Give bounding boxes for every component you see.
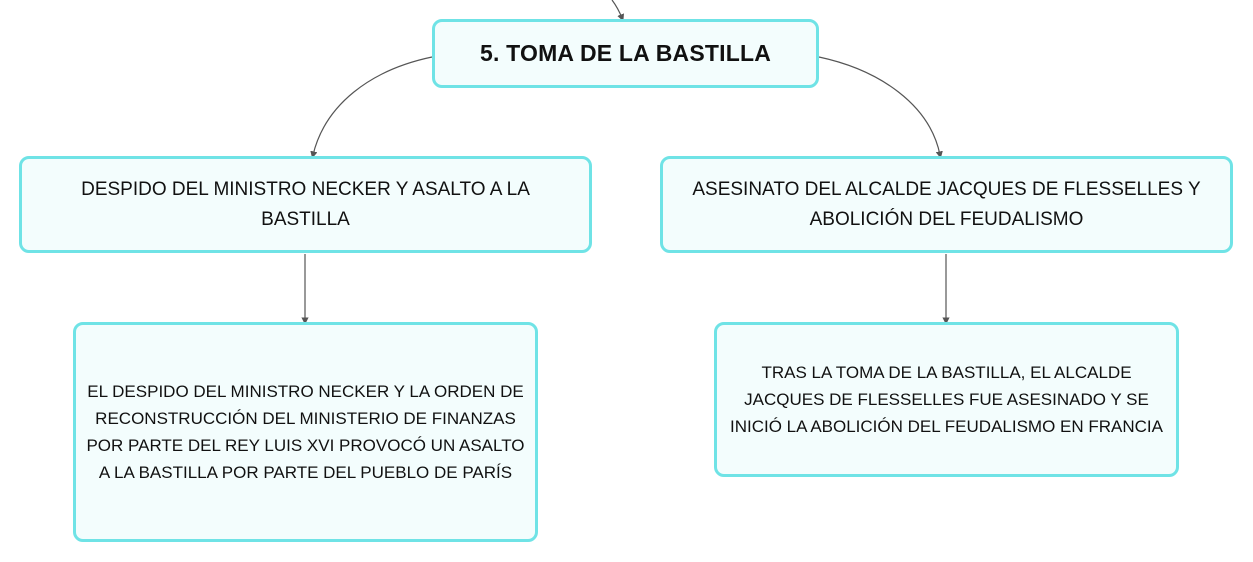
subtopic-left-label: DESPIDO DEL MINISTRO NECKER Y ASALTO A L…	[81, 178, 530, 230]
root-topic-node[interactable]: 5. TOMA DE LA BASTILLA	[432, 19, 819, 88]
detail-node-right[interactable]: TRAS LA TOMA DE LA BASTILLA, EL ALCALDE …	[714, 322, 1179, 477]
connector-from-parent	[611, 0, 625, 22]
connector-root-to-right	[818, 56, 943, 159]
detail-right-text: TRAS LA TOMA DE LA BASTILLA, EL ALCALDE …	[730, 363, 1163, 436]
subtopic-node-right[interactable]: ASESINATO DEL ALCALDE JACQUES DE FLESSEL…	[660, 156, 1233, 253]
detail-node-left[interactable]: EL DESPIDO DEL MINISTRO NECKER Y LA ORDE…	[73, 322, 538, 542]
root-topic-label: 5. TOMA DE LA BASTILLA	[479, 40, 772, 66]
subtopic-right-label: ASESINATO DEL ALCALDE JACQUES DE FLESSEL…	[692, 178, 1201, 230]
detail-left-text: EL DESPIDO DEL MINISTRO NECKER Y LA ORDE…	[86, 382, 525, 482]
subtopic-node-left[interactable]: DESPIDO DEL MINISTRO NECKER Y ASALTO A L…	[19, 156, 592, 253]
connector-root-to-left	[310, 56, 433, 159]
